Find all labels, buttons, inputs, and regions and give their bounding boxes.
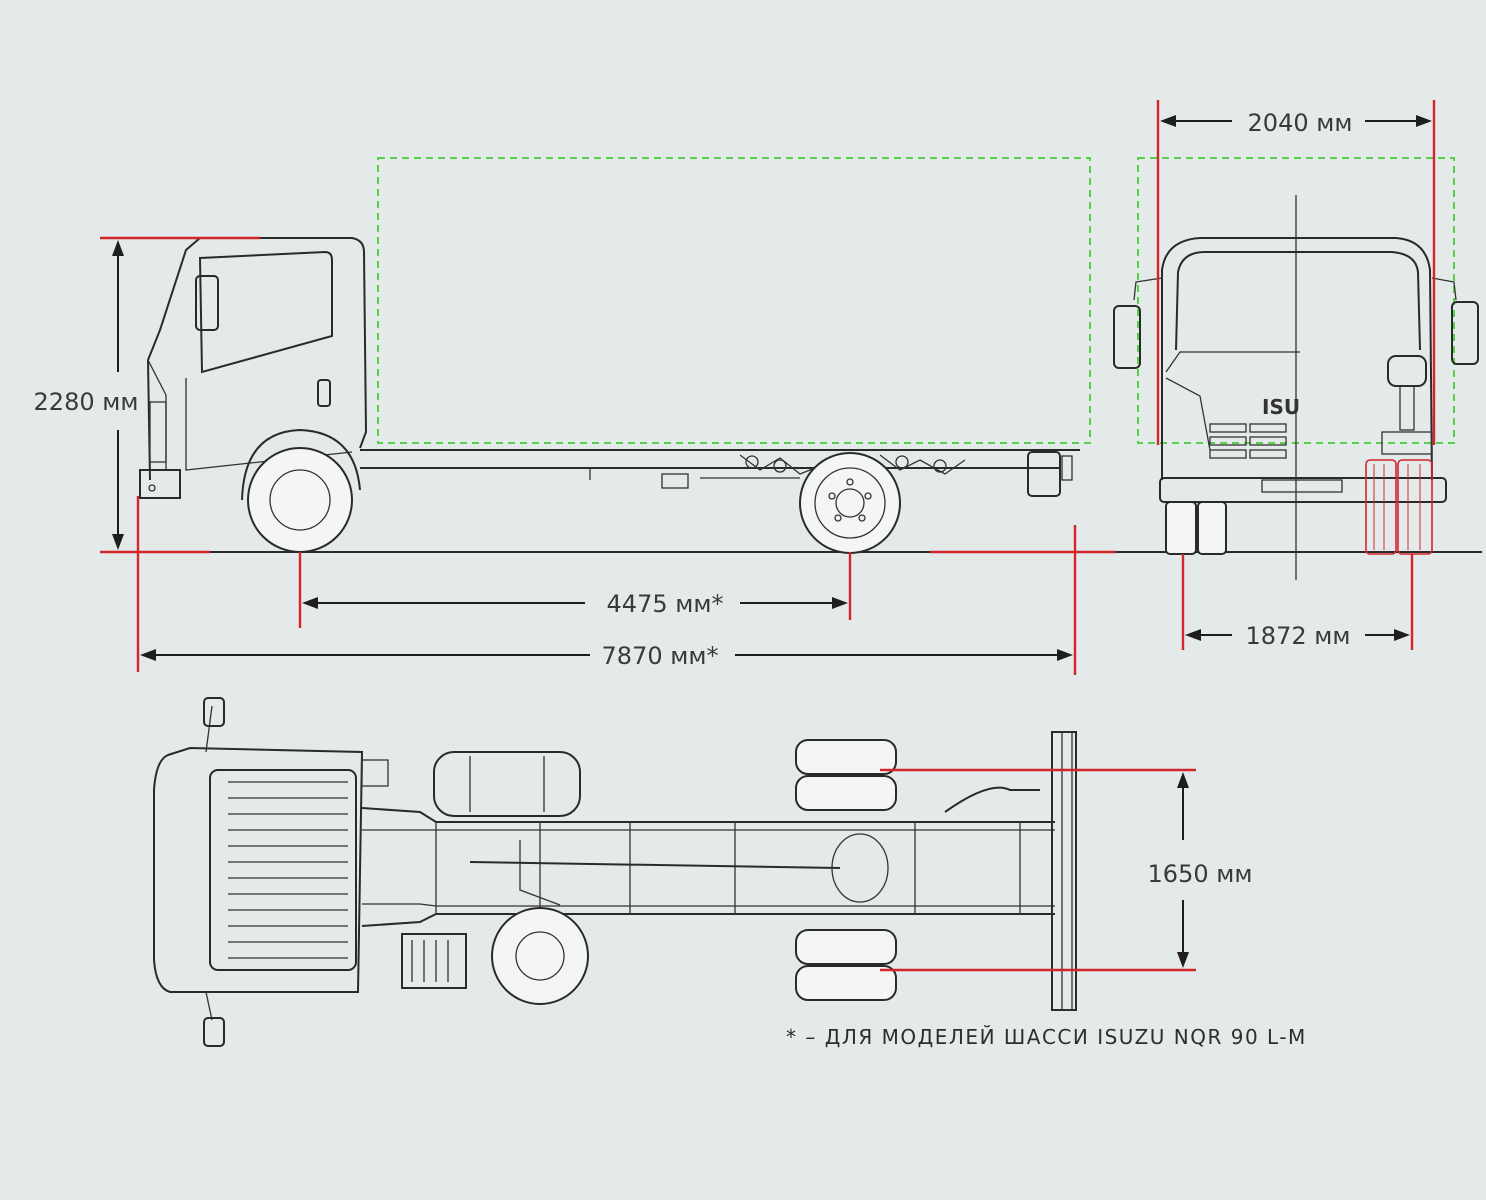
- fuel-tank: [433, 751, 581, 817]
- frame-width-dimension: 1650 мм: [880, 768, 1253, 972]
- track-label: 1872 мм: [1246, 622, 1351, 650]
- track-dimension: 1872 мм: [1181, 554, 1414, 650]
- side-view: 2280 мм 4475 мм* 7870 мм*: [34, 157, 1120, 675]
- top-mirror-right: [203, 1017, 225, 1047]
- front-cab: ISU: [1113, 237, 1479, 555]
- left-mirror: [1113, 305, 1141, 369]
- door-handle: [317, 379, 331, 407]
- height-dimension: 2280 мм: [34, 236, 260, 550]
- wheelbase-label: 4475 мм*: [607, 590, 724, 618]
- front-view: ISU: [1113, 100, 1482, 650]
- footnote: * – ДЛЯ МОДЕЛЕЙ ШАССИ ISUZU NQR 90 L-M: [786, 1025, 1307, 1049]
- wheelbase-dimension: 4475 мм*: [298, 552, 852, 628]
- headlight: [149, 401, 167, 463]
- front-bumper: [139, 469, 181, 499]
- front-view-bumper: [1159, 477, 1447, 503]
- battery-box: [401, 933, 467, 989]
- height-label: 2280 мм: [34, 388, 139, 416]
- length-dimension: 7870 мм*: [136, 496, 1077, 675]
- top-cab: [153, 697, 389, 1047]
- length-label: 7870 мм*: [602, 642, 719, 670]
- cargo-body-outline: [377, 157, 1091, 444]
- top-front-wheel: [491, 907, 589, 1005]
- top-mirror-left: [203, 697, 225, 727]
- frame-width-label: 1650 мм: [1148, 860, 1253, 888]
- brand-badge: ISU: [1262, 395, 1300, 419]
- side-chassis-frame: [360, 449, 1080, 497]
- width-dimension: 2040 мм: [1156, 100, 1436, 445]
- rear-dual-tires: [1365, 459, 1433, 555]
- width-label: 2040 мм: [1248, 109, 1353, 137]
- top-rear-wheels-lower: [795, 929, 897, 1001]
- side-mirror: [195, 275, 219, 331]
- top-rear-wheels-upper: [795, 739, 897, 811]
- side-rear-wheel: [799, 452, 901, 554]
- top-view: 1650 мм: [153, 697, 1253, 1047]
- right-mirror: [1451, 301, 1479, 365]
- side-front-wheel: [247, 447, 353, 553]
- top-frame-rails: [361, 786, 1055, 927]
